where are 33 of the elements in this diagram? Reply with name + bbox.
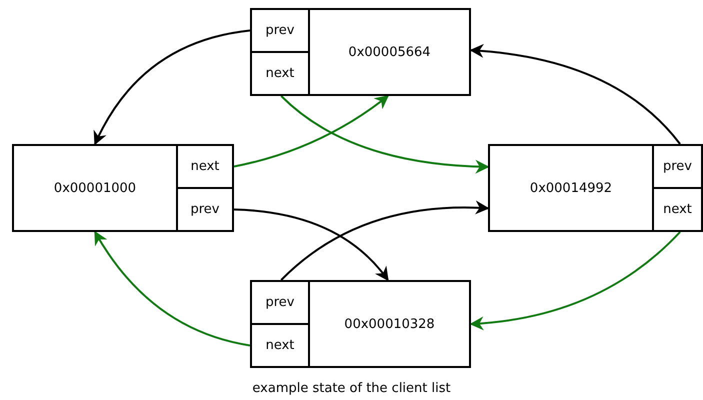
field-box (176, 144, 234, 189)
arrow (94, 30, 250, 146)
field-box (250, 8, 310, 53)
field-label: next (190, 159, 220, 174)
field-label: prev (265, 23, 294, 38)
field-label: prev (190, 202, 220, 217)
field-box (250, 323, 310, 368)
field-box (250, 280, 310, 325)
caption: example state of the client list (252, 381, 451, 396)
field-label: 0x00001000 (54, 180, 136, 196)
field-box (12, 144, 178, 232)
arrow (470, 231, 681, 330)
field-box (250, 51, 310, 96)
field-label: next (266, 338, 294, 353)
field-label: next (266, 66, 294, 81)
field-label: 00x00010328 (344, 316, 435, 332)
arrow (470, 44, 681, 145)
field-box (652, 144, 703, 189)
field-box (308, 8, 471, 96)
field-box (488, 144, 654, 232)
field-box (308, 280, 471, 368)
arrow (234, 208, 389, 282)
arrow (234, 95, 389, 168)
field-label: 0x00005664 (348, 44, 431, 60)
field-box (176, 187, 234, 232)
field-label: prev (662, 159, 692, 174)
arrow (94, 230, 250, 346)
field-label: 0x00014992 (530, 180, 612, 196)
arrow (280, 200, 490, 281)
arrow (280, 95, 490, 174)
field-label: next (663, 202, 692, 217)
field-box (652, 187, 703, 232)
field-label: prev (265, 295, 294, 310)
